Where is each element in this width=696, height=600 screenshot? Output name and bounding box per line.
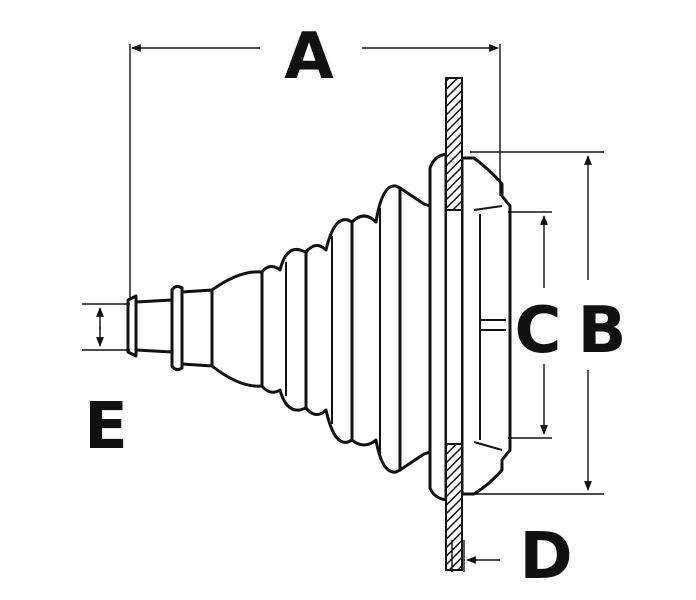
- dimension-b: B: [470, 151, 627, 495]
- plate-upper: [445, 77, 463, 211]
- mounting-plate: [445, 77, 463, 571]
- convolution-2: [304, 218, 354, 444]
- plate-gap: [445, 209, 463, 445]
- flange-step: [473, 441, 503, 451]
- neck-section: [180, 288, 214, 368]
- flange-slot: [480, 319, 506, 331]
- convolution-4: [398, 186, 432, 472]
- label-a: A: [284, 20, 334, 94]
- flange-step: [473, 205, 503, 211]
- label-b: B: [578, 294, 627, 368]
- label-e: E: [84, 390, 128, 464]
- plate-lower: [445, 443, 463, 571]
- dimension-a: A: [129, 20, 501, 300]
- small-collar: [170, 284, 184, 372]
- dimension-c: C: [508, 211, 562, 439]
- label-d: D: [519, 520, 572, 594]
- convolution-3: [350, 184, 402, 474]
- tip-collar: [126, 294, 138, 358]
- bellows-boot: [126, 152, 512, 502]
- convolution-1: [260, 247, 308, 412]
- tip-cylinder: [134, 298, 174, 354]
- dimension-d: D: [451, 520, 573, 594]
- taper-section: [210, 270, 264, 388]
- label-c: C: [515, 294, 562, 368]
- flange-left: [428, 152, 448, 502]
- dimension-e: E: [82, 303, 130, 464]
- flange-right: [460, 156, 512, 496]
